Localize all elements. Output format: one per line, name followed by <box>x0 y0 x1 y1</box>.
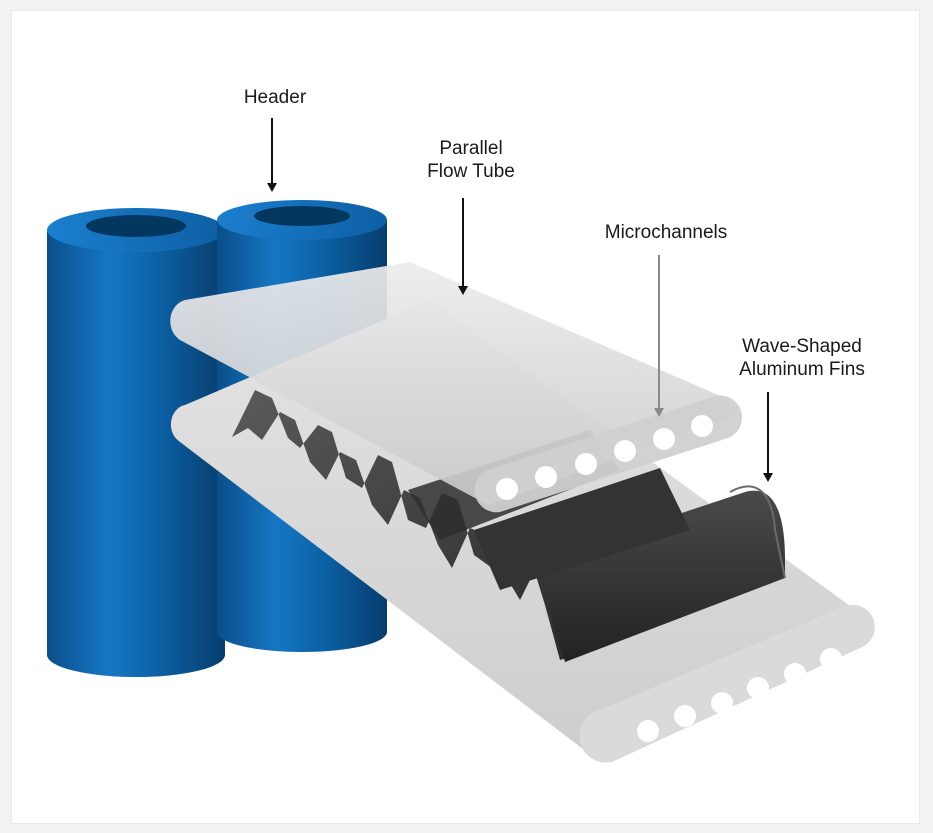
label-microchannels-text: Microchannels <box>604 222 728 243</box>
top-flow-tube <box>170 262 743 513</box>
microchannel-holes-top <box>496 415 713 500</box>
label-fins-line1: Wave-Shaped <box>742 336 862 357</box>
tube-arrow <box>458 198 468 295</box>
microchannels-arrow <box>654 255 664 417</box>
label-parallel-flow-tube: Parallel Flow Tube <box>396 137 546 183</box>
header-cylinder-left <box>47 208 225 677</box>
label-fins-line2: Aluminum Fins <box>739 359 865 380</box>
label-wave-shaped-fins: Wave-Shaped Aluminum Fins <box>712 335 892 381</box>
microchannel-holes-bottom <box>637 648 842 742</box>
label-tube-line1: Parallel <box>439 138 503 159</box>
label-header-text: Header <box>243 87 307 108</box>
label-arrows <box>267 118 773 482</box>
fins-arrow <box>763 392 773 482</box>
header-arrow <box>267 118 277 192</box>
label-tube-line2: Flow Tube <box>427 161 515 182</box>
label-microchannels: Microchannels <box>576 221 756 244</box>
label-header: Header <box>225 86 325 109</box>
